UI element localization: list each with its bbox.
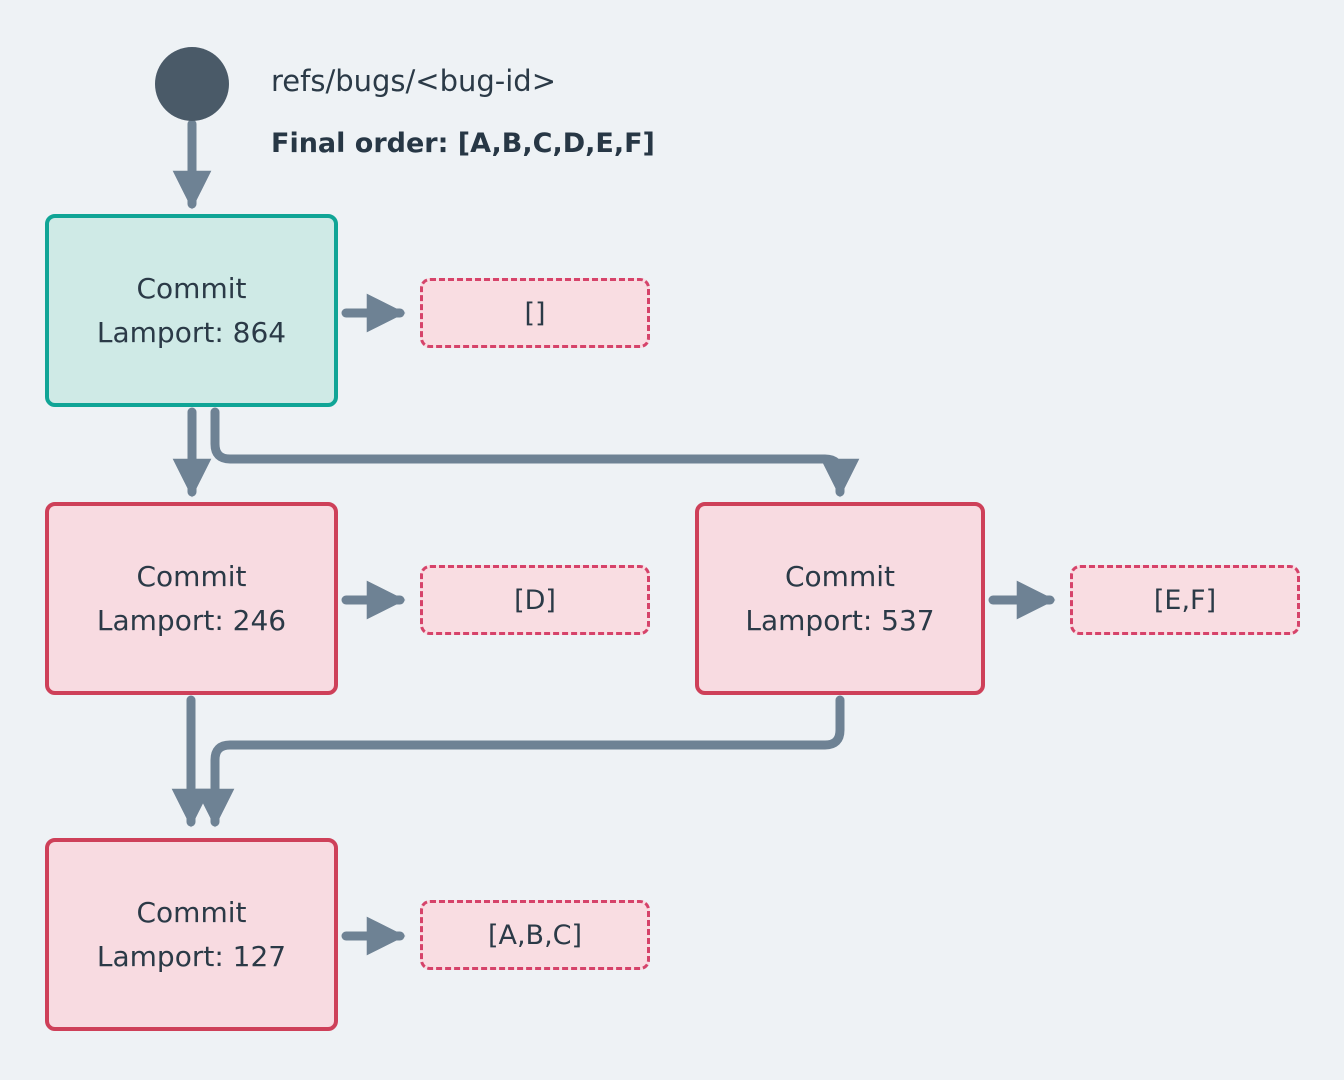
final-order-label: Final order: [A,B,C,D,E,F] bbox=[271, 128, 655, 159]
buffer-node-537-label: [E,F] bbox=[1153, 584, 1217, 616]
commit-node-864[interactable]: Commit Lamport: 864 bbox=[45, 214, 338, 407]
commit-node-864-lamport: Lamport: 864 bbox=[96, 315, 287, 349]
buffer-node-127-label: [A,B,C] bbox=[487, 919, 583, 951]
commit-node-246-title: Commit bbox=[136, 560, 247, 594]
ref-path-label: refs/bugs/<bug-id> bbox=[271, 64, 557, 98]
edge-commit-537-to-commit-127 bbox=[195, 695, 845, 828]
commit-node-127-lamport: Lamport: 127 bbox=[96, 939, 287, 973]
buffer-node-537[interactable]: [E,F] bbox=[1070, 565, 1300, 635]
buffer-node-246-label: [D] bbox=[514, 584, 556, 616]
commit-node-246-lamport: Lamport: 246 bbox=[96, 603, 287, 637]
edge-commit-864-to-commit-537 bbox=[210, 407, 860, 498]
buffer-node-864[interactable]: [] bbox=[420, 278, 650, 348]
commit-node-537-lamport: Lamport: 537 bbox=[745, 603, 935, 637]
buffer-node-127[interactable]: [A,B,C] bbox=[420, 900, 650, 970]
commit-node-127-title: Commit bbox=[136, 896, 247, 930]
commit-node-864-title: Commit bbox=[136, 272, 247, 306]
commit-node-246[interactable]: Commit Lamport: 246 bbox=[45, 502, 338, 695]
commit-node-537[interactable]: Commit Lamport: 537 bbox=[695, 502, 985, 695]
buffer-node-864-label: [] bbox=[524, 297, 546, 329]
commit-node-127[interactable]: Commit Lamport: 127 bbox=[45, 838, 338, 1031]
ref-start-node[interactable] bbox=[155, 47, 229, 121]
commit-node-537-title: Commit bbox=[785, 560, 895, 594]
buffer-node-246[interactable]: [D] bbox=[420, 565, 650, 635]
